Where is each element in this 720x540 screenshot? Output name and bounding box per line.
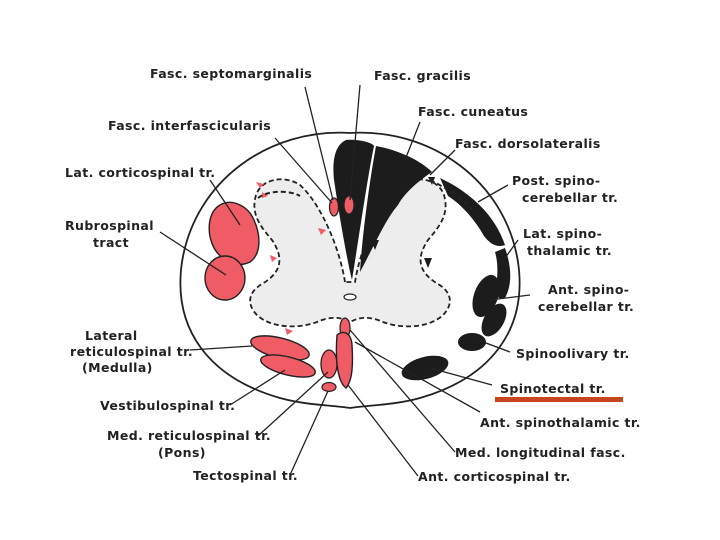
spinotectal-tract — [401, 355, 449, 381]
leader-lines — [159, 84, 531, 477]
tectospinal-tract — [321, 381, 337, 393]
spinal-cord-outline — [179, 131, 521, 409]
lat-corticospinal-tract — [208, 201, 260, 266]
label-med-reticulospinal-2: (Pons) — [158, 445, 206, 460]
grey-matter — [249, 178, 451, 328]
label-post-spinocerebellar-1: Post. spino- — [512, 173, 600, 188]
label-ant-spinothalamic: Ant. spinothalamic tr. — [480, 415, 641, 430]
ant-corticospinal-tract — [335, 331, 354, 389]
label-fasc-cuneatus: Fasc. cuneatus — [418, 104, 528, 119]
fasc-interfascicularis-tract — [343, 195, 355, 215]
label-fasc-interfascicularis: Fasc. interfascicularis — [108, 118, 271, 133]
fasc-septomarginalis-tract — [328, 197, 340, 217]
label-fasc-dorsolateralis: Fasc. dorsolateralis — [455, 136, 601, 151]
label-vestibulospinal: Vestibulospinal tr. — [100, 398, 235, 413]
descending-arrow-markers — [256, 182, 326, 335]
post-spinocerebellar-tract — [440, 178, 505, 246]
label-ant-spinocerebellar-1: Ant. spino- — [548, 282, 629, 297]
dashed-boundary-left — [257, 190, 301, 199]
label-lat-reticulospinal-2: reticulospinal tr. — [70, 344, 193, 359]
label-med-longitudinal: Med. longitudinal fasc. — [455, 445, 626, 460]
label-med-reticulospinal-1: Med. reticulospinal tr. — [107, 428, 271, 443]
label-lat-spinothalamic-2: thalamic tr. — [527, 243, 612, 258]
label-lat-reticulospinal-1: Lateral — [85, 328, 138, 343]
label-spinotectal: Spinotectal tr. — [500, 381, 606, 396]
label-ant-corticospinal: Ant. corticospinal tr. — [418, 469, 571, 484]
label-lat-corticospinal: Lat. corticospinal tr. — [65, 165, 215, 180]
label-post-spinocerebellar-2: cerebellar tr. — [522, 190, 618, 205]
central-canal — [343, 293, 357, 301]
label-lat-reticulospinal-3: (Medulla) — [82, 360, 153, 375]
rubrospinal-tract — [204, 255, 246, 301]
spinoolivary-tract — [458, 333, 486, 351]
ant-spinocerebellar-tract-lower — [481, 303, 507, 337]
label-lat-spinothalamic-1: Lat. spino- — [523, 226, 602, 241]
label-rubrospinal-2: tract — [93, 235, 129, 250]
vestibulospinal-tract — [260, 354, 316, 378]
fasc-cuneatus-tract — [360, 146, 432, 272]
dashed-boundary-right — [429, 179, 473, 211]
label-rubrospinal-1: Rubrospinal — [65, 218, 154, 233]
label-fasc-septomarginalis: Fasc. septomarginalis — [150, 66, 312, 81]
med-reticulospinal-tract — [320, 349, 338, 379]
label-spinoolivary: Spinoolivary tr. — [516, 346, 630, 361]
label-tectospinal: Tectospinal tr. — [193, 468, 298, 483]
label-ant-spinocerebellar-2: cerebellar tr. — [538, 299, 634, 314]
spinotectal-highlight-underline — [495, 397, 623, 402]
label-fasc-gracilis: Fasc. gracilis — [374, 68, 471, 83]
